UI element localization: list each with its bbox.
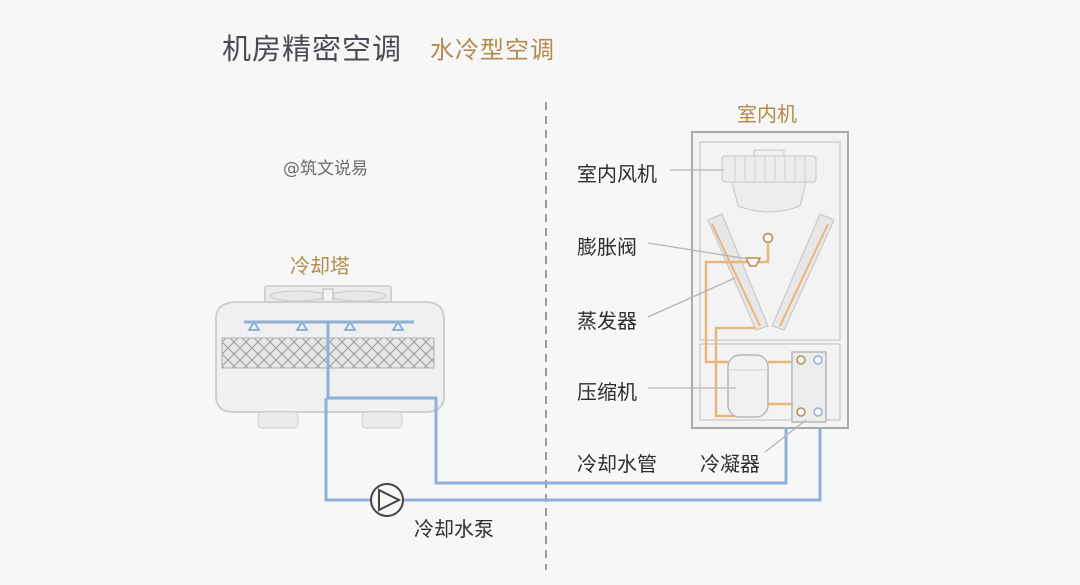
label-expansion-valve: 膨胀阀 xyxy=(577,235,637,259)
expansion-valve-graphic xyxy=(744,232,774,267)
label-condenser: 冷凝器 xyxy=(700,452,760,476)
tower-foot-right xyxy=(361,411,403,429)
label-cooling-tower: 冷却塔 xyxy=(290,254,350,278)
spray-nozzle xyxy=(391,320,405,331)
leader-condenser xyxy=(764,419,807,453)
return-pipe xyxy=(324,398,370,502)
leader-expansion-valve xyxy=(647,242,749,260)
leader-lines xyxy=(647,169,807,453)
indoor-unit-inner xyxy=(699,141,841,341)
fan-hub xyxy=(322,288,334,304)
label-compressor: 压缩机 xyxy=(577,380,637,404)
page-subtitle: 水冷型空调 xyxy=(430,36,555,64)
spray-nozzle xyxy=(343,320,357,331)
label-indoor-unit: 室内机 xyxy=(737,102,797,126)
indoor-fan-graphic xyxy=(721,149,817,213)
fan-blade-right xyxy=(329,290,387,302)
evaporator-graphic xyxy=(707,213,835,331)
fan-blade-left xyxy=(269,290,327,302)
leader-evaporator xyxy=(647,277,736,318)
condenser-graphic xyxy=(791,351,827,423)
label-evaporator: 蒸发器 xyxy=(577,309,637,333)
cooling-tower xyxy=(215,285,445,429)
cooling-pump xyxy=(370,483,404,517)
label-cooling-pipe: 冷却水管 xyxy=(577,452,657,476)
watermark: @筑文说易 xyxy=(283,159,368,179)
label-cooling-pump: 冷却水泵 xyxy=(414,517,494,541)
page-title: 机房精密空调 xyxy=(222,32,403,66)
indoor-unit xyxy=(691,131,849,429)
spray-nozzle xyxy=(247,320,261,331)
tower-foot-left xyxy=(257,411,299,429)
spray-nozzle xyxy=(295,320,309,331)
label-indoor-fan: 室内风机 xyxy=(577,162,657,186)
indoor-unit-inner-lower xyxy=(699,343,841,421)
compressor-graphic xyxy=(727,354,769,418)
